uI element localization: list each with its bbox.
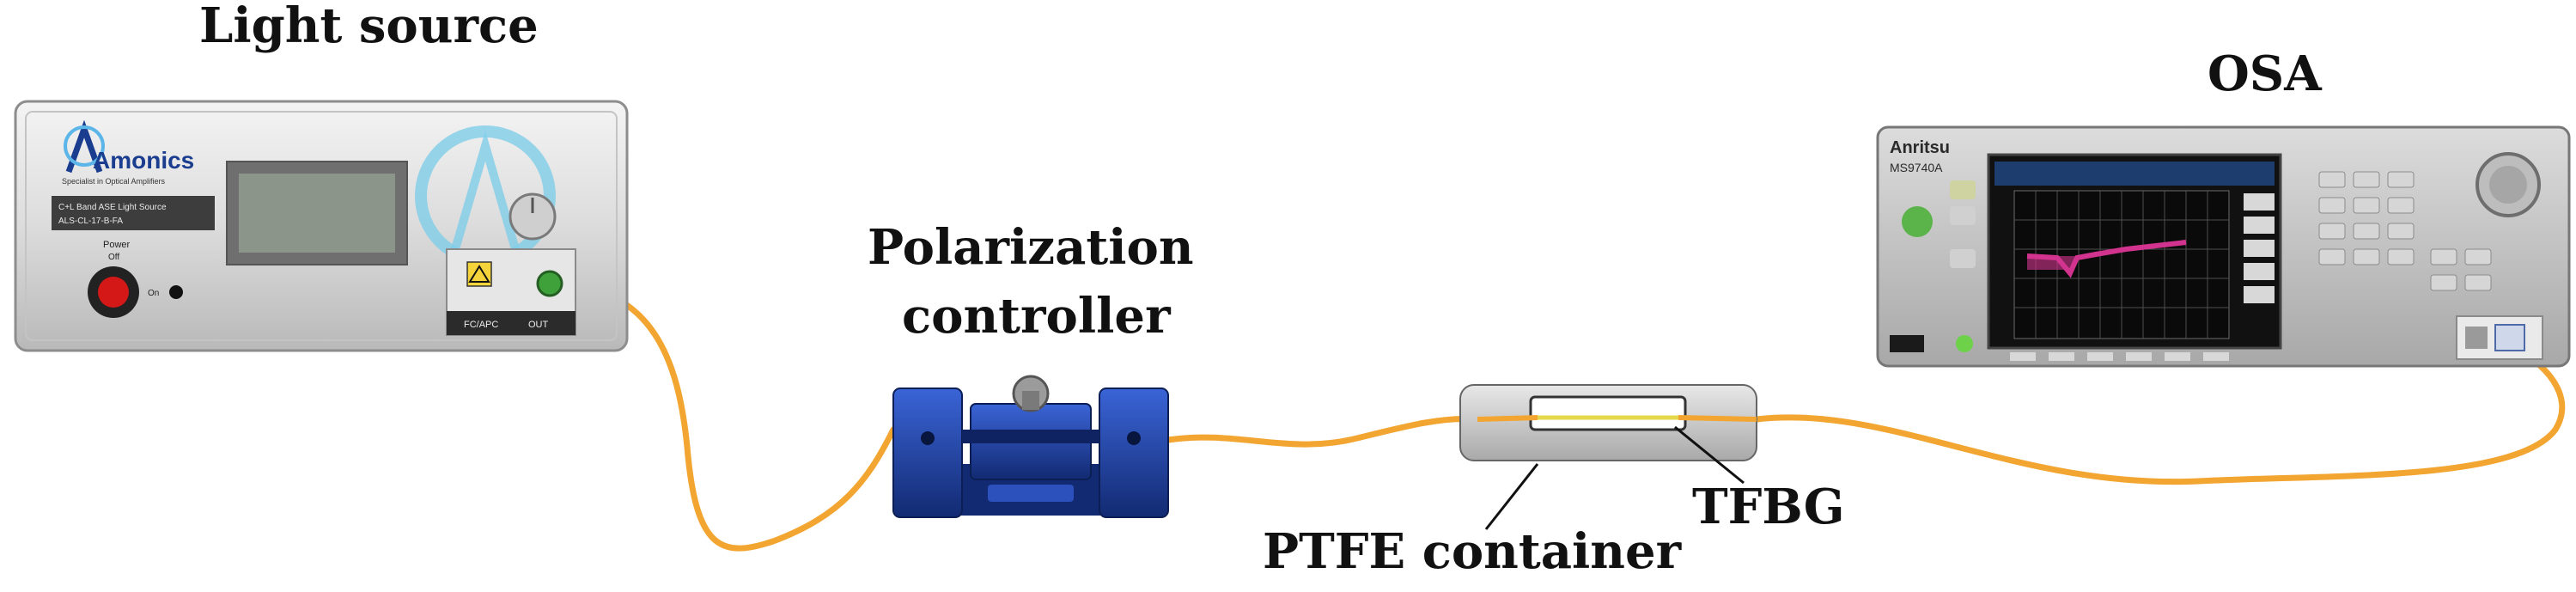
osa-key-4[interactable] [2318,197,2346,214]
polarization-controller-label-line1: Polarization [868,219,1194,276]
osa-label: OSA [2208,46,2322,102]
osa-key-14[interactable] [2464,248,2492,265]
laser-warning-icon [466,261,492,287]
osa-key-3[interactable] [2387,171,2415,188]
osa-softkey-4[interactable] [2244,263,2275,280]
osa-bottom-key-5[interactable] [2165,352,2190,361]
osa-softkey-3[interactable] [2244,240,2275,257]
osa-device: Anritsu MS9740A [1876,125,2571,368]
ptfe-container-device [1459,384,1757,530]
osa-softkey-1[interactable] [2244,193,2275,211]
fiber-controller-to-container [1165,416,1481,448]
osa-key-8[interactable] [2353,223,2380,240]
model-line-2: ALS-CL-17-B-FA [58,217,123,226]
tfbg-pointer [1674,425,1745,485]
osa-key-15[interactable] [2430,274,2457,291]
brand-tagline: Specialist in Optical Amplifiers [62,177,166,186]
osa-power-button[interactable] [1956,335,1973,352]
power-label: Power [103,240,131,250]
out-label: OUT [528,320,549,330]
osa-bottom-key-4[interactable] [2126,352,2152,361]
light-source-label: Light source [199,0,539,54]
ptfe-pointer [1484,463,1539,530]
polarization-controller-label-line2: controller [902,288,1171,345]
on-label: On [148,289,159,298]
model-line-1: C+L Band ASE Light Source [58,203,167,212]
osa-bottom-key-1[interactable] [2010,352,2036,361]
osa-side-button-3[interactable] [1950,249,1976,268]
osa-key-12[interactable] [2387,248,2415,265]
power-indicator [169,285,183,299]
osa-side-button-2[interactable] [1950,206,1976,225]
osa-key-1[interactable] [2318,171,2346,188]
osa-bottom-key-2[interactable] [2049,352,2074,361]
fiber-source-to-controller [546,280,897,552]
output-connector[interactable] [536,270,563,297]
osa-key-10[interactable] [2318,248,2346,265]
osa-key-9[interactable] [2387,223,2415,240]
brand-text: Amonics [93,147,194,174]
osa-bottom-key-6[interactable] [2203,352,2229,361]
osa-key-5[interactable] [2353,197,2380,214]
osa-key-16[interactable] [2464,274,2492,291]
osa-softkey-2[interactable] [2244,217,2275,234]
osa-brand: Anritsu [1890,138,1950,157]
osa-key-13[interactable] [2430,248,2457,265]
osa-key-2[interactable] [2353,171,2380,188]
off-label: Off [108,253,119,262]
osa-model: MS9740A [1890,161,1943,174]
osa-side-button-1[interactable] [1950,180,1976,199]
amonics-logo-icon [64,119,105,174]
adjustment-knob[interactable] [509,192,557,241]
fiber-container-to-osa [1753,345,2566,485]
light-source-device: Amonics Specialist in Optical Amplifiers… [14,100,629,352]
connector-label: FC/APC [464,320,498,330]
osa-optical-input[interactable] [2494,324,2525,351]
ptfe-container-label: PTFE container [1263,523,1682,580]
recycle-logo-icon [1902,206,1933,237]
polarization-controller-device [892,375,1169,518]
tfbg-label: TFBG [1692,479,1845,535]
osa-bottom-key-3[interactable] [2087,352,2113,361]
osa-softkey-5[interactable] [2244,286,2275,303]
osa-key-6[interactable] [2387,197,2415,214]
osa-key-7[interactable] [2318,223,2346,240]
osa-key-11[interactable] [2353,248,2380,265]
